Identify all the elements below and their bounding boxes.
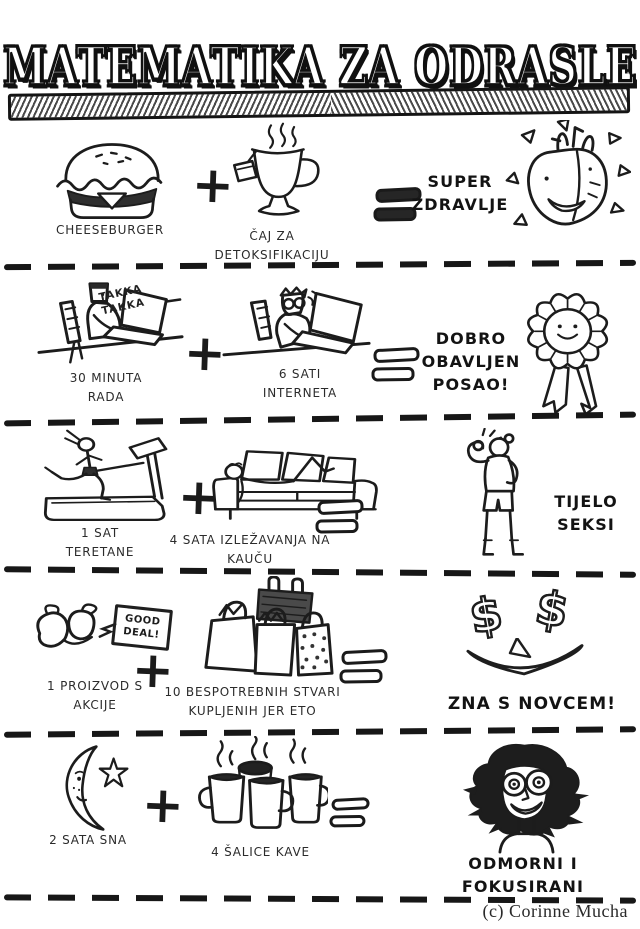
- operand1-label: 1 SAT TERETANE: [65, 526, 135, 559]
- operand2-label: 6 SATI INTERNETA: [262, 367, 338, 400]
- flexing-person-icon: [452, 428, 538, 564]
- healthy-heart-icon: [503, 120, 631, 238]
- operand1-label: 1 PROIZVOD S AKCIJE: [47, 679, 143, 712]
- cheeseburger-icon: [52, 138, 172, 226]
- operand2-label: 4 ŠALICE KAVE: [211, 845, 310, 859]
- operand2-label: 4 SATA IZLEŽAVANJA NA KAUČU: [169, 533, 331, 566]
- detox-tea-icon: [230, 122, 324, 226]
- shopping-bags-icon: [198, 576, 336, 678]
- dollar-eyes-smile-icon: $ $: [462, 578, 587, 690]
- bra-icon: [32, 602, 114, 662]
- result-label: ODMORNI I FOKUSIRANI: [461, 854, 585, 897]
- operand1-label: 30 MINUTA RADA: [69, 371, 143, 404]
- award-rosette-icon: [514, 284, 622, 416]
- wide-eyed-person-icon: [462, 742, 590, 854]
- operand2-label: 10 BESPOTREBNIH STVARI KUPLJENIH JER ETO: [164, 685, 341, 718]
- plus-sign: +: [141, 775, 185, 835]
- treadmill-runner-icon: [33, 426, 185, 526]
- operand1-label: 2 SATA SNA: [49, 833, 127, 847]
- coffee-mugs-icon: [194, 736, 328, 832]
- result-label: SUPER ZDRAVLJE: [411, 172, 509, 215]
- good-deal-bubble: GOOD DEAL!: [98, 604, 173, 651]
- person-typing-laptop-icon: [35, 276, 187, 374]
- credit: (c) Corinne Mucha: [482, 901, 628, 921]
- result-label: TIJELO SEKSI: [554, 492, 618, 535]
- result-label: DOBRO OBAVLJEN POSAO!: [421, 329, 521, 395]
- equals-sign: [329, 797, 370, 828]
- person-slouched-laptop-icon: [222, 278, 374, 374]
- crescent-moon-star-icon: [48, 742, 130, 834]
- bubble-tail: [98, 622, 117, 638]
- result-label: ZNA S NOVCEM!: [447, 694, 617, 714]
- smile-nose-shape: [466, 638, 584, 676]
- operand2-label: ČAJ ZA DETOKSIFIKACIJU: [214, 229, 330, 262]
- operand1-label: CHEESEBURGER: [56, 223, 164, 237]
